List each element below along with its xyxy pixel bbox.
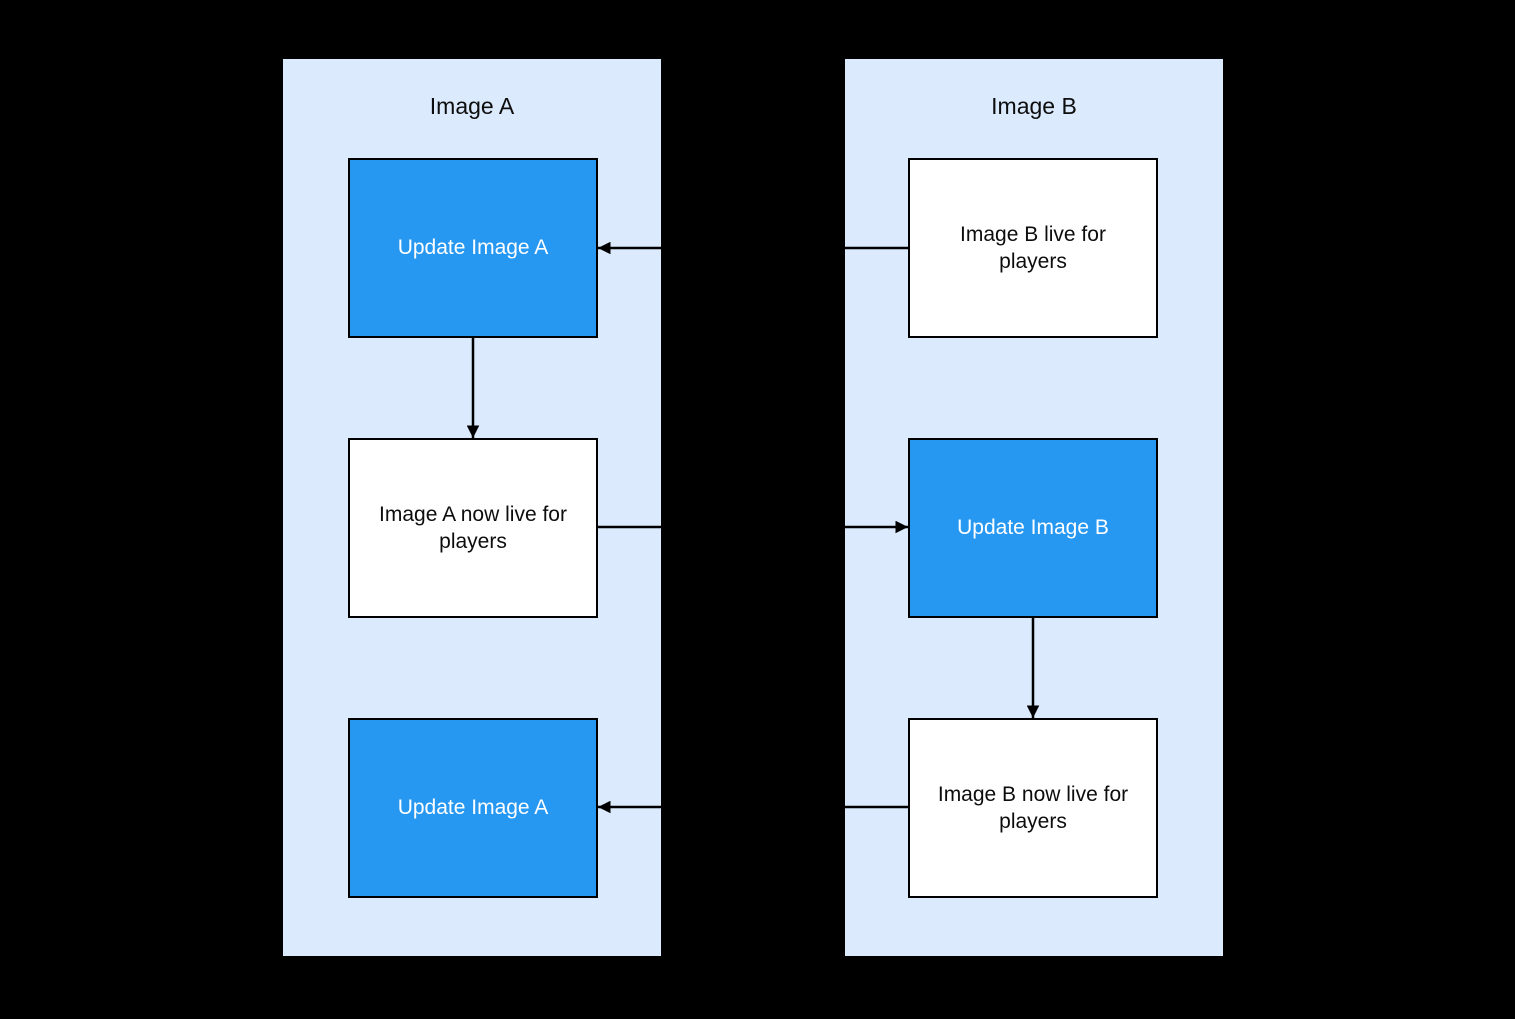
panel-b-title: Image B xyxy=(991,93,1077,119)
node-label: Image A now live for players xyxy=(379,502,567,553)
panel-a-title: Image A xyxy=(429,93,515,119)
panel-image-b: Image B Image B live for players Update … xyxy=(845,59,1223,956)
node-label: Update Image A xyxy=(397,236,549,260)
node-label: Update Image B xyxy=(957,516,1109,540)
node-update-image-a-bottom: Update Image A xyxy=(348,718,598,898)
node-label: Update Image A xyxy=(397,796,549,820)
node-update-image-b: Update Image B xyxy=(908,438,1158,618)
panel-image-a: Image A Update Image A Image A now live … xyxy=(283,59,661,956)
node-image-a-now-live: Image A now live for players xyxy=(348,438,598,618)
node-image-b-now-live: Image B now live for players xyxy=(908,718,1158,898)
node-label: Image B now live for players xyxy=(937,782,1129,833)
node-image-b-live: Image B live for players xyxy=(908,158,1158,338)
node-update-image-a-top: Update Image A xyxy=(348,158,598,338)
node-label: Image B live for players xyxy=(960,222,1106,273)
